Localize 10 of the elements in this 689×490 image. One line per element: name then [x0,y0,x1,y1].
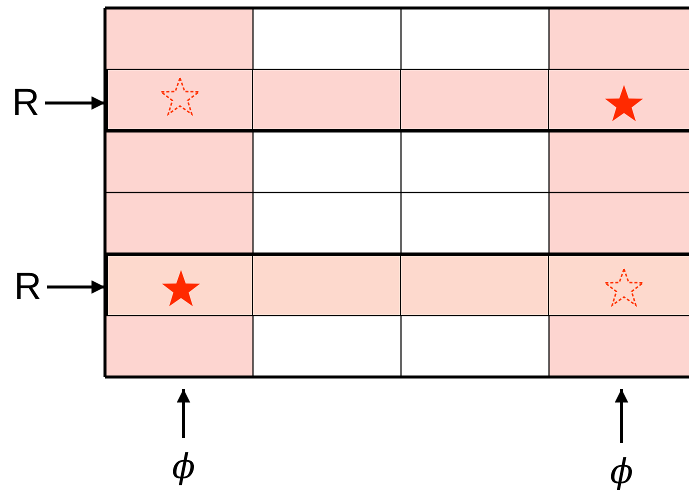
row-label: R [14,268,42,306]
row-label: R [12,84,40,122]
phase-symbol: ϕ [610,455,634,489]
arrow [614,389,628,443]
phase-symbol: ϕ [172,450,196,484]
highlighted-row [105,252,689,316]
highlighted-row [105,68,689,132]
arrow [176,389,190,438]
arrow [45,96,105,110]
arrow [47,280,105,294]
